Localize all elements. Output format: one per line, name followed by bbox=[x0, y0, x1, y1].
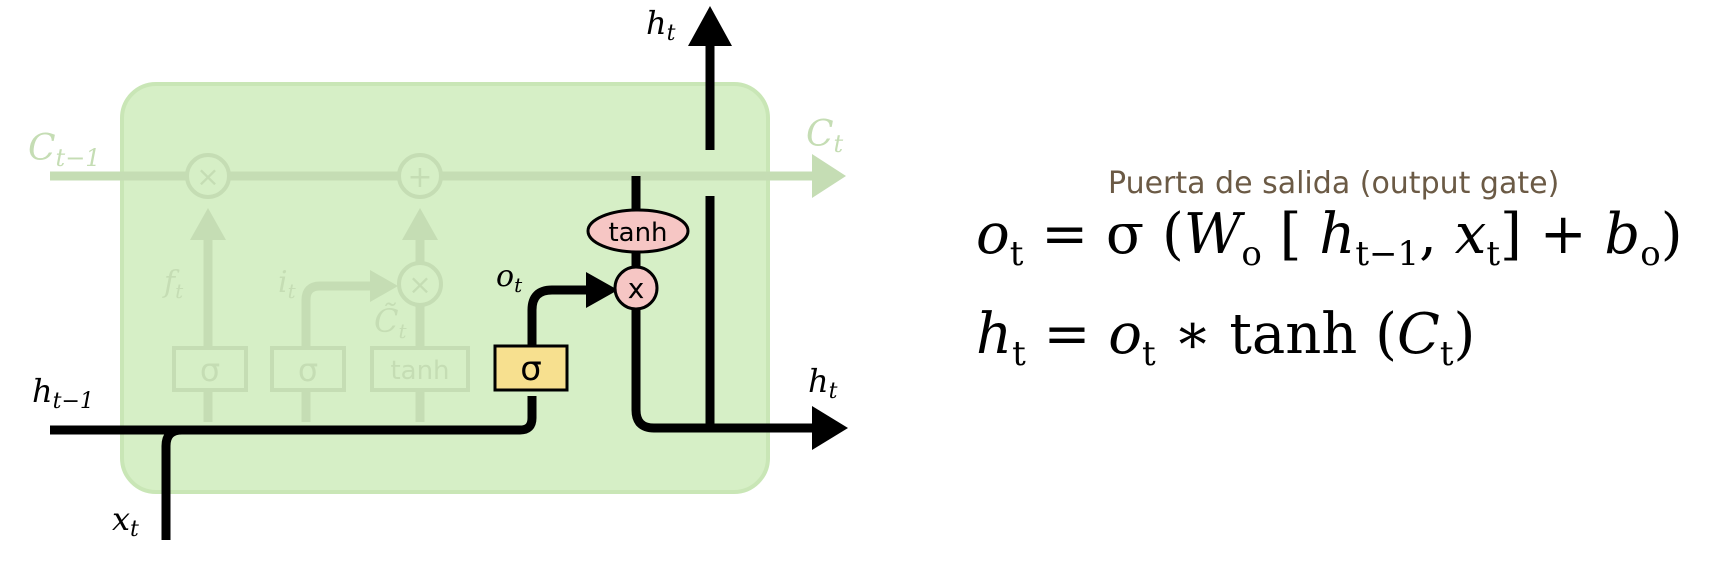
lstm-output-gate-diagram: × + × σ σ tanh Ct−1 Ct ft it C̃t bbox=[28, 4, 848, 542]
label-h-prev: ht−1 bbox=[32, 372, 94, 414]
input-gate-sigma: σ bbox=[298, 351, 318, 389]
label-c-prev: Ct−1 bbox=[28, 128, 101, 172]
output-times-label: x bbox=[628, 272, 645, 305]
label-o-t: ot bbox=[496, 259, 523, 297]
output-gate-box bbox=[493, 344, 569, 392]
cell-plus-icon: + bbox=[407, 160, 432, 195]
label-c-next: Ct bbox=[806, 114, 844, 158]
faded-pointwise-ops bbox=[185, 153, 443, 307]
equation-title: Puerta de salida (output gate) bbox=[1108, 166, 1560, 201]
output-tanh-op bbox=[586, 208, 690, 254]
output-times-op bbox=[613, 265, 659, 311]
label-h-out: ht bbox=[808, 362, 838, 404]
faded-arrowheads bbox=[190, 208, 438, 302]
active-paths bbox=[50, 44, 812, 540]
forget-times-icon: × bbox=[196, 160, 219, 193]
output-tanh-label: tanh bbox=[608, 218, 667, 248]
output-gate-equation: ot = σ (Wo [ ht−1, xt] + bo) bbox=[976, 202, 1683, 274]
output-gate-sigma: σ bbox=[520, 349, 542, 389]
candidate-gate-tanh: tanh bbox=[390, 356, 449, 386]
equation-panel: Puerta de salida (output gate) ot = σ (W… bbox=[960, 160, 1720, 380]
hidden-state-equation: ht = ot ∗ tanh (Ct) bbox=[976, 302, 1476, 374]
faded-gates bbox=[172, 346, 470, 392]
input-times-icon: × bbox=[408, 268, 431, 301]
forget-gate-sigma: σ bbox=[200, 351, 220, 389]
active-arrowheads bbox=[586, 6, 848, 450]
label-h-top: ht bbox=[646, 4, 676, 46]
label-c-tilde: C̃t bbox=[374, 302, 407, 343]
label-x-t: xt bbox=[112, 500, 139, 542]
label-i-t: it bbox=[278, 265, 297, 303]
